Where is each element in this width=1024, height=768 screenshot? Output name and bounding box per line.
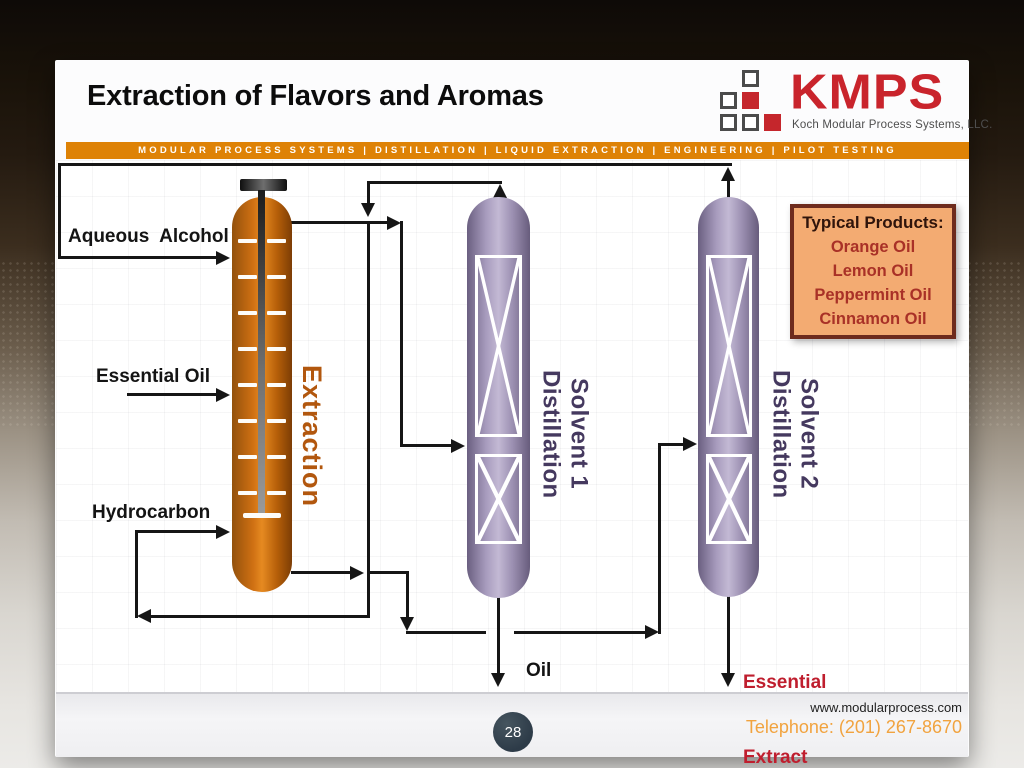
packing-section-icon	[475, 255, 522, 437]
tray-dash	[267, 347, 286, 351]
tray-dash	[238, 419, 257, 423]
solvent1-label-line1: Solvent 1	[565, 378, 593, 490]
pipe-essential-extract	[727, 595, 730, 675]
logo-square-icon	[742, 114, 759, 131]
tray-dash	[267, 239, 286, 243]
packing-section-icon	[706, 255, 752, 437]
arrow-oil-product	[491, 673, 505, 687]
product-item: Cinnamon Oil	[819, 310, 927, 328]
tray-dash	[238, 275, 257, 279]
tray-dash	[238, 491, 257, 495]
arrow-solvent2-feed	[683, 437, 697, 451]
pipe-extract-overhead	[291, 221, 391, 224]
typical-products-box: Typical Products: Orange Oil Lemon Oil P…	[790, 204, 956, 339]
logo-square-icon	[742, 92, 759, 109]
pipe-solvent2-feed-run-b	[514, 631, 647, 634]
arrow-hydrocarbon-feed	[216, 525, 230, 539]
label-essential-extract: Essential Extract	[743, 620, 826, 768]
page-number-badge: 28	[493, 712, 533, 752]
logo-square-icon	[720, 92, 737, 109]
page-number: 28	[504, 723, 522, 741]
agitator-bottom-bar	[243, 513, 281, 518]
arrow-extract-bottoms	[350, 566, 364, 580]
solvent1-label-line2: Distillation	[537, 369, 565, 499]
arrow-solvent1-feed	[451, 439, 465, 453]
logo-square-icon	[742, 70, 759, 87]
pipe-solvent1-feed	[400, 444, 453, 447]
tray-dash	[238, 383, 257, 387]
label-oil: Oil	[526, 660, 552, 681]
product-item: Peppermint Oil	[814, 286, 932, 304]
tray-dash	[267, 491, 286, 495]
pipe-extract-bottoms-2	[370, 571, 408, 574]
agitator-motor-icon	[240, 179, 287, 191]
extraction-column-label: Extraction	[297, 364, 327, 508]
tray-dash	[267, 419, 286, 423]
pipe-solvent2-overhead	[727, 180, 730, 198]
arrow-solvent1-recycle	[361, 203, 375, 217]
pipe-hydrocarbon-up	[135, 531, 138, 618]
page-title: Extraction of Flavors and Aromas	[87, 80, 544, 112]
arrow-essential-extract	[721, 673, 735, 687]
tray-dash	[267, 383, 286, 387]
pipe-hydrocarbon-down	[367, 224, 370, 616]
pipe-solvent2-feed-run-a	[406, 631, 486, 634]
tray-dash	[238, 347, 257, 351]
pipe-top-recycle	[58, 163, 732, 166]
logo-company-name: Koch Modular Process Systems, LLC.	[792, 119, 993, 131]
arrow-extract-overhead	[387, 216, 401, 230]
solvent2-label-line2: Distillation	[767, 369, 795, 499]
tagline-banner: MODULAR PROCESS SYSTEMS | DISTILLATION |…	[66, 142, 969, 159]
tray-dash	[267, 455, 286, 459]
typical-products-title: Typical Products:	[802, 213, 944, 232]
pipe-hydrocarbon-return	[148, 615, 370, 618]
pipe-essential-oil-feed	[127, 393, 220, 396]
logo-square-icon	[720, 114, 737, 131]
product-item: Orange Oil	[830, 238, 916, 256]
solvent2-column-label: Solvent 2 Distillation	[766, 350, 823, 518]
website-text: www.modularprocess.com	[810, 700, 962, 715]
packing-section-icon	[706, 454, 752, 544]
solvent1-column-label: Solvent 1 Distillation	[536, 350, 593, 518]
tray-dash	[267, 275, 286, 279]
pipe-hydrocarbon-feed	[135, 530, 220, 533]
pipe-left-down	[58, 163, 61, 259]
tray-dash	[238, 455, 257, 459]
arrow-hydrocarbon-return	[137, 609, 151, 623]
arrow-solvent1-overhead	[493, 184, 507, 198]
arrow-solvent2-feed-run	[645, 625, 659, 639]
label-aqueous-alcohol: Aqueous Alcohol	[68, 226, 229, 247]
tray-dash	[267, 311, 286, 315]
arrow-aqueous-feed	[216, 251, 230, 265]
agitator-shaft-icon	[258, 190, 265, 516]
label-hydrocarbon: Hydrocarbon	[92, 502, 211, 523]
pipe-solvent1-feed-down	[400, 221, 403, 447]
tray-dash	[238, 311, 257, 315]
pipe-solvent1-overhead	[367, 181, 502, 184]
pipe-solvent1-overhead-down	[367, 181, 370, 205]
pipe-bottoms-down	[406, 571, 409, 621]
label-essential-oil: Essential Oil	[96, 366, 211, 387]
pipe-oil-product	[497, 595, 500, 675]
product-item: Lemon Oil	[832, 262, 914, 280]
pipe-aqueous-feed	[58, 256, 218, 259]
arrow-solvent2-overhead	[721, 167, 735, 181]
tray-dash	[238, 239, 257, 243]
arrow-essential-oil-feed	[216, 388, 230, 402]
logo-acronym: KMPS	[790, 64, 945, 121]
logo-square-icon	[764, 114, 781, 131]
pipe-extract-bottoms	[291, 571, 353, 574]
telephone-text: Telephone: (201) 267-8670	[745, 717, 962, 737]
packing-section-icon	[475, 454, 522, 544]
pipe-solvent2-feed	[658, 443, 688, 446]
arrow-bottoms-down	[400, 617, 414, 631]
essential-extract-line2: Extract	[743, 747, 808, 768]
solvent2-label-line1: Solvent 2	[795, 378, 823, 490]
essential-extract-line1: Essential	[743, 672, 827, 693]
pipe-solvent2-feed-up	[658, 444, 661, 634]
